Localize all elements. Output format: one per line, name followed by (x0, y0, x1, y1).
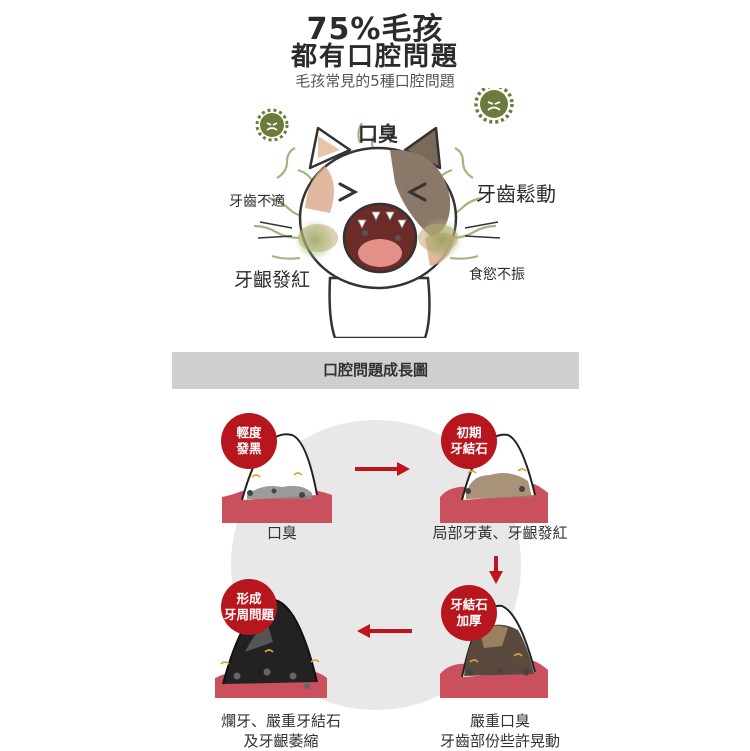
arrow-left-icon (357, 624, 412, 638)
symptom-tooth-discomfort: 牙齒不適 (229, 194, 285, 210)
symptom-bad-breath: 口臭 (358, 122, 398, 146)
stage-1-label: 口臭 (266, 524, 297, 542)
stage-2-badge: 初期 牙結石 (441, 413, 497, 469)
section-banner (172, 352, 579, 389)
germ-left (255, 108, 289, 142)
arrow-right-icon (355, 462, 410, 476)
stage-1-badge: 輕度 發黑 (221, 413, 277, 469)
page-title-line1: 75%毛孩 (306, 12, 444, 47)
page-subtitle: 毛孩常見的5種口腔問題 (295, 72, 455, 90)
stage-4-label: 爛牙、嚴重牙結石 及牙齦萎縮 (220, 712, 341, 750)
germ-right (474, 88, 514, 124)
symptom-loss-of-appetite: 食慾不振 (469, 267, 525, 283)
stage-3-badge: 牙結石 加厚 (441, 585, 497, 641)
stage-4-badge: 形成 牙周問題 (221, 579, 277, 635)
tooth-diagram-stage-1 (222, 433, 332, 523)
symptom-loose-teeth: 牙齒鬆動 (476, 182, 556, 206)
section-banner-title: 口腔問題成長圖 (322, 361, 428, 379)
stage-3-label: 嚴重口臭 牙齒部份些許晃動 (439, 712, 560, 750)
page-title-line2: 都有口腔問題 (290, 42, 459, 72)
cat-illustration (253, 88, 514, 338)
stage-2-label: 局部牙黃、牙齦發紅 (432, 524, 568, 542)
tooth-diagram-stage-4 (215, 598, 327, 698)
symptom-red-gums: 牙齦發紅 (234, 269, 311, 291)
arrow-down-icon (489, 556, 503, 584)
